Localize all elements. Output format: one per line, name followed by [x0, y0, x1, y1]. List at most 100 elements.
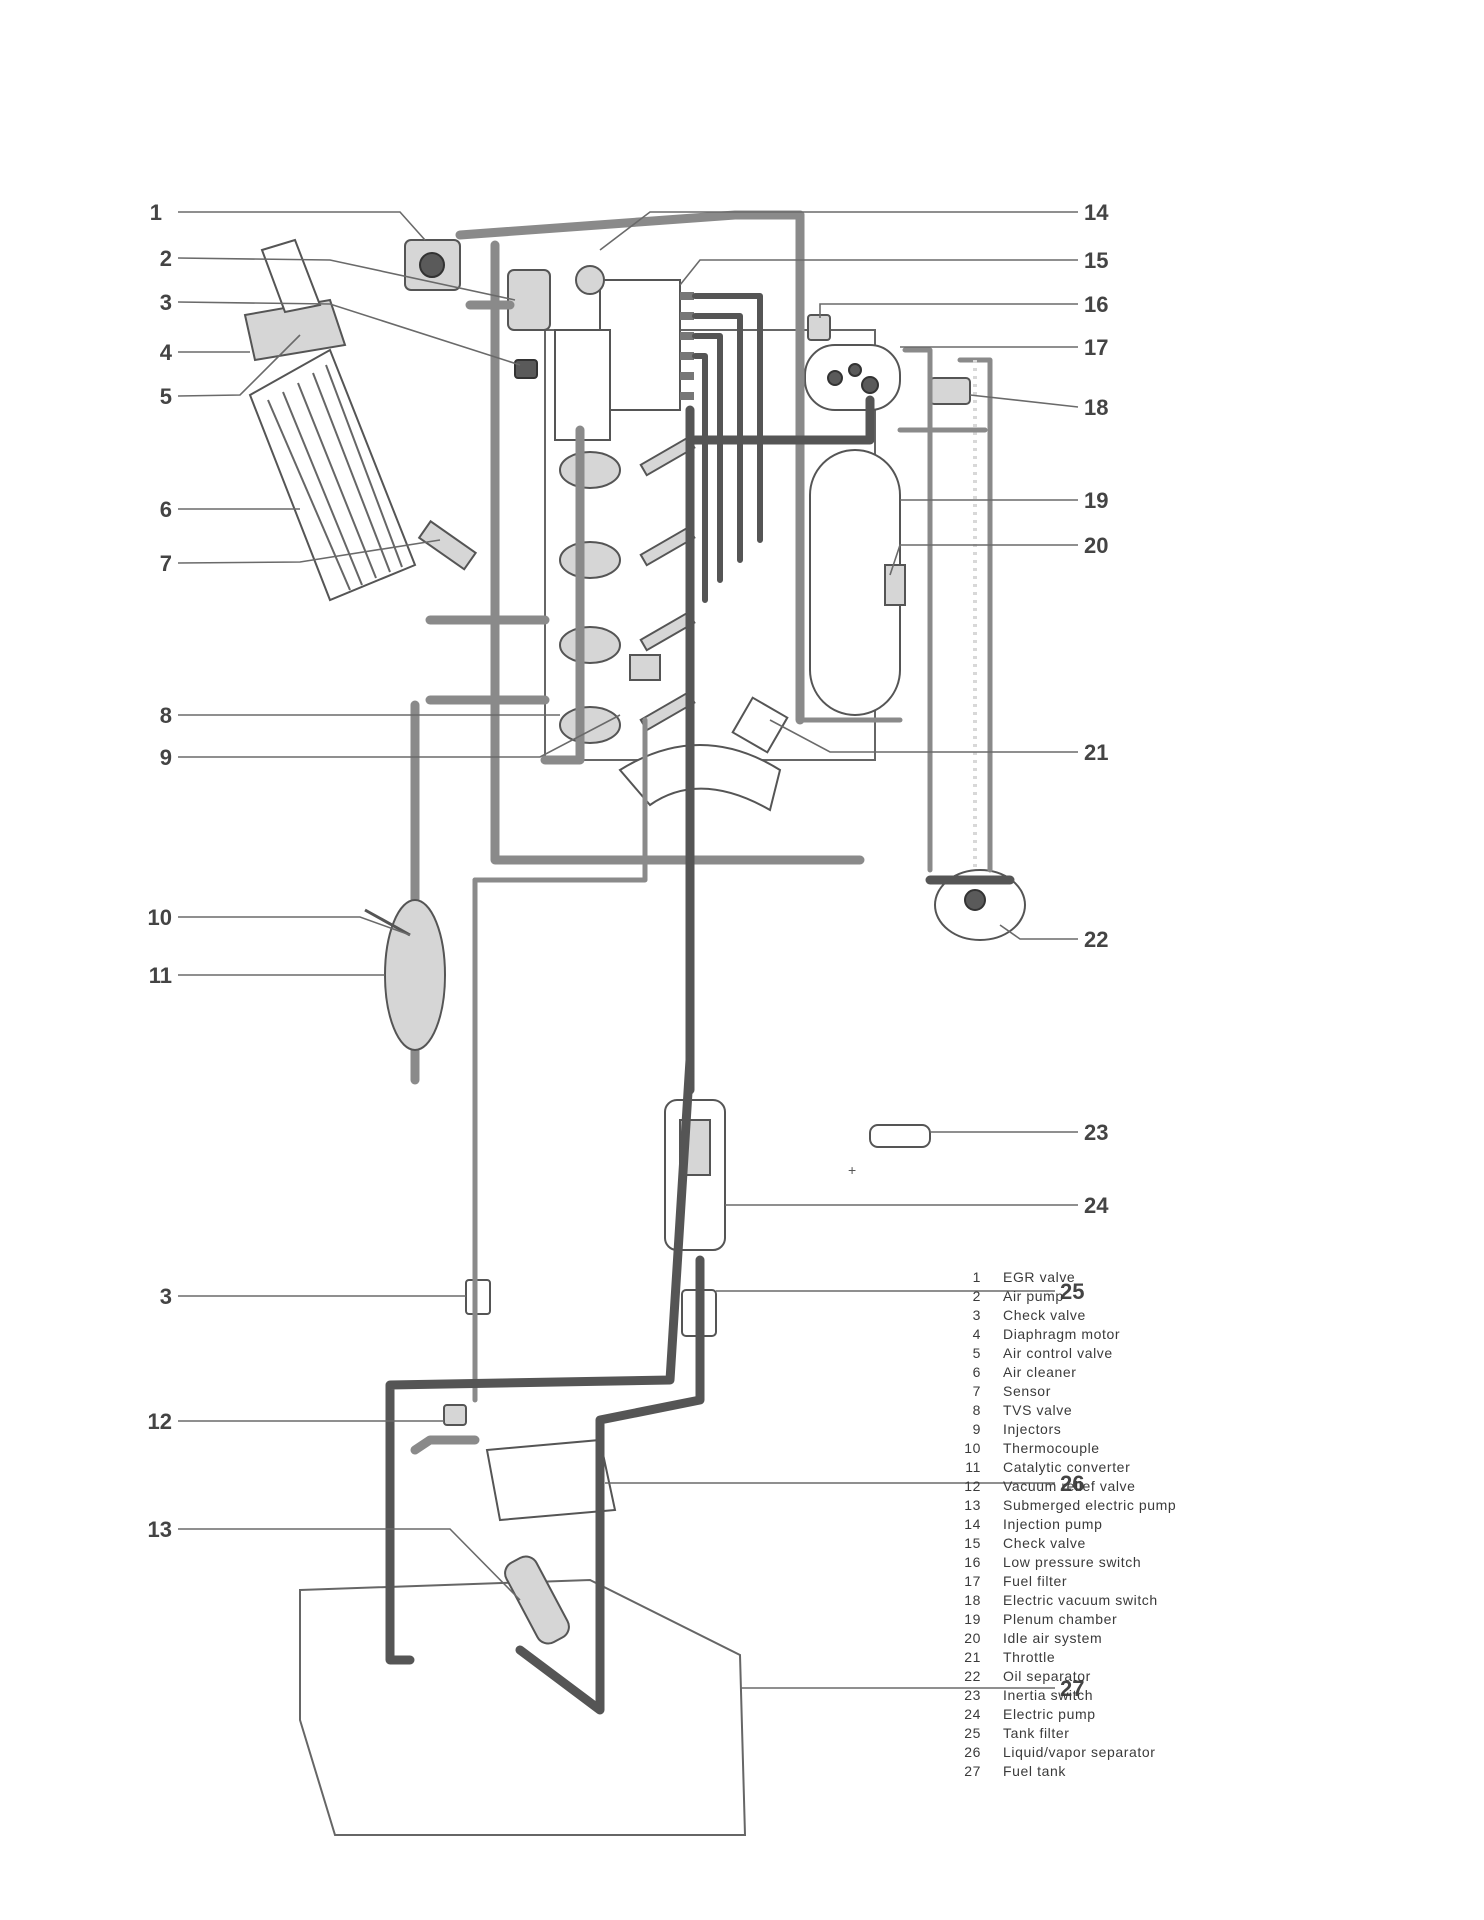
callout-25: 25 — [1060, 1279, 1084, 1304]
callout-8: 8 — [160, 703, 172, 728]
legend-label: Low pressure switch — [1003, 1554, 1142, 1570]
liquid-vapor-separator — [485, 1438, 617, 1522]
legend-label: Fuel filter — [1003, 1573, 1068, 1589]
legend-label: TVS valve — [1003, 1402, 1073, 1418]
callout-27: 27 — [1060, 1676, 1084, 1701]
legend-label: Air control valve — [1003, 1345, 1113, 1361]
legend-number: 4 — [972, 1326, 981, 1342]
legend-item: 2 Air pump — [955, 1287, 1255, 1306]
callout-26: 26 — [1060, 1471, 1084, 1496]
legend-item: 17 Fuel filter — [955, 1572, 1255, 1591]
legend-number: 13 — [964, 1497, 981, 1513]
legend-label: Plenum chamber — [1003, 1611, 1118, 1627]
callout-4: 4 — [160, 340, 173, 365]
catalytic-converter — [384, 899, 446, 1051]
injection-pump — [554, 265, 694, 441]
legend-item: 27 Fuel tank — [955, 1762, 1255, 1781]
tvs-valve — [629, 654, 661, 681]
legend-number: 23 — [964, 1687, 981, 1703]
legend-label: Liquid/vapor separator — [1003, 1744, 1156, 1760]
air-cleaner — [248, 348, 417, 602]
air-inlet-duct — [260, 238, 322, 314]
legend-number: 19 — [964, 1611, 981, 1627]
legend-label: Oil separator — [1003, 1668, 1091, 1684]
inertia-switch — [869, 1124, 931, 1148]
legend-number: 12 — [964, 1478, 981, 1494]
throttle — [731, 696, 789, 754]
callout-11: 11 — [149, 963, 172, 988]
system-drawing: + — [243, 238, 1026, 1836]
callout-18: 18 — [1084, 395, 1108, 420]
legend-number: 26 — [964, 1744, 981, 1760]
legend-label: Check valve — [1003, 1535, 1086, 1551]
legend-label: Injectors — [1003, 1421, 1062, 1437]
legend-item: 16 Low pressure switch — [955, 1553, 1255, 1572]
callout-numbers: 1 2 3 4 5 6 7 8 9 10 11 3 12 13 14 15 16… — [148, 200, 1110, 1701]
legend-item: 3 Check valve — [955, 1306, 1255, 1325]
legend-label: Air pump — [1003, 1288, 1064, 1304]
legend-number: 10 — [964, 1440, 981, 1456]
legend-label: Inertia switch — [1003, 1687, 1094, 1703]
intake-duct — [618, 744, 782, 812]
legend-number: 24 — [964, 1706, 981, 1722]
legend-label: Idle air system — [1003, 1630, 1103, 1646]
legend-label: Submerged electric pump — [1003, 1497, 1177, 1513]
legend-number: 16 — [964, 1554, 981, 1570]
callout-1: 1 — [150, 200, 162, 225]
legend-item: 26 Liquid/vapor separator — [955, 1743, 1255, 1762]
legend-number: 14 — [964, 1516, 981, 1532]
callout-24: 24 — [1084, 1193, 1109, 1218]
callout-19: 19 — [1084, 488, 1108, 513]
legend-item: 19 Plenum chamber — [955, 1610, 1255, 1629]
callout-20: 20 — [1084, 533, 1108, 558]
callout-14: 14 — [1084, 200, 1109, 225]
legend-label: Tank filter — [1003, 1725, 1070, 1741]
check-valve-upper — [514, 359, 538, 379]
legend-number: 27 — [964, 1763, 981, 1779]
legend-label: Check valve — [1003, 1307, 1086, 1323]
callout-2: 2 — [160, 246, 172, 271]
legend-number: 6 — [972, 1364, 981, 1380]
legend-label: Sensor — [1003, 1383, 1051, 1399]
legend-number: 9 — [972, 1421, 981, 1437]
legend-label: Fuel tank — [1003, 1763, 1066, 1779]
legend-number: 8 — [972, 1402, 981, 1418]
vacuum-relief-valve — [443, 1404, 467, 1426]
callout-9: 9 — [160, 745, 172, 770]
air-pump — [507, 269, 551, 331]
legend-item: 23 Inertia switch — [955, 1686, 1255, 1705]
callout-6: 6 — [160, 497, 172, 522]
legend-number: 11 — [965, 1459, 981, 1475]
inertia-switch-polarity: + — [848, 1162, 856, 1178]
legend-number: 2 — [972, 1288, 981, 1304]
callout-22: 22 — [1084, 927, 1108, 952]
legend-item: 13 Submerged electric pump — [955, 1496, 1255, 1515]
callout-13: 13 — [148, 1517, 172, 1542]
legend-number: 17 — [964, 1573, 981, 1589]
legend-number: 3 — [972, 1307, 981, 1323]
legend-number: 20 — [964, 1630, 981, 1646]
legend-label: Injection pump — [1003, 1516, 1103, 1532]
oil-separator — [934, 869, 1026, 941]
fuel-filter — [804, 344, 901, 411]
callout-21: 21 — [1084, 740, 1108, 765]
callout-15: 15 — [1084, 248, 1108, 273]
legend-item: 9 Injectors — [955, 1420, 1255, 1439]
egr-valve — [404, 239, 461, 291]
electric-vacuum-switch — [929, 377, 971, 405]
callout-5: 5 — [160, 384, 172, 409]
check-valve-lower — [465, 1279, 491, 1315]
submerged-electric-pump — [504, 1555, 570, 1645]
legend-number: 25 — [964, 1725, 981, 1741]
